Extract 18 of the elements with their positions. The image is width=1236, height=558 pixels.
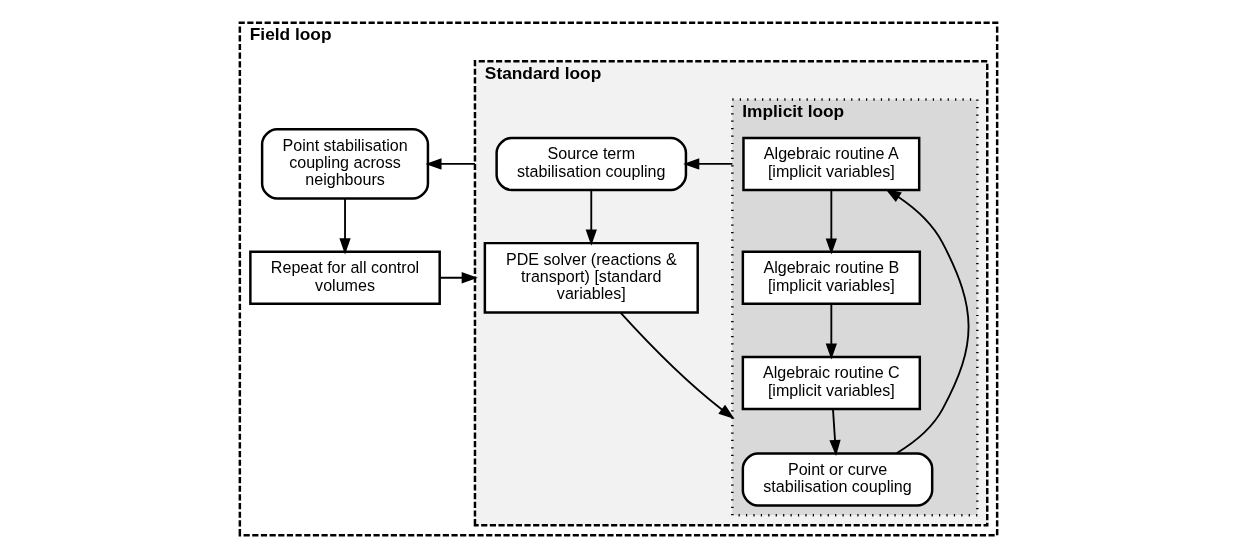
node-box: Source term stabilisation coupling	[494, 136, 687, 192]
arrow	[585, 189, 597, 246]
node-box: Algebraic routine C [implicit variables]	[741, 355, 921, 411]
arrow	[424, 158, 476, 170]
arrow	[338, 197, 351, 255]
arrow	[682, 158, 733, 170]
arrow	[825, 189, 837, 255]
arrow	[825, 302, 837, 360]
arrow	[438, 272, 478, 284]
node-box: Point or curve stabilisation coupling	[741, 452, 933, 507]
node-box: Algebraic routine A [implicit variables]	[741, 136, 920, 192]
node-box: PDE solver (reactions & transport) [standard variables]	[483, 241, 699, 314]
arrow	[884, 188, 969, 455]
node-box: Point stabilisation coupling across neighbours	[260, 128, 429, 200]
node-box: Algebraic routine B [implicit variables]	[741, 250, 921, 305]
arrow	[619, 311, 735, 419]
arrow	[828, 408, 841, 457]
node-box: Repeat for all control volumes	[248, 250, 441, 305]
